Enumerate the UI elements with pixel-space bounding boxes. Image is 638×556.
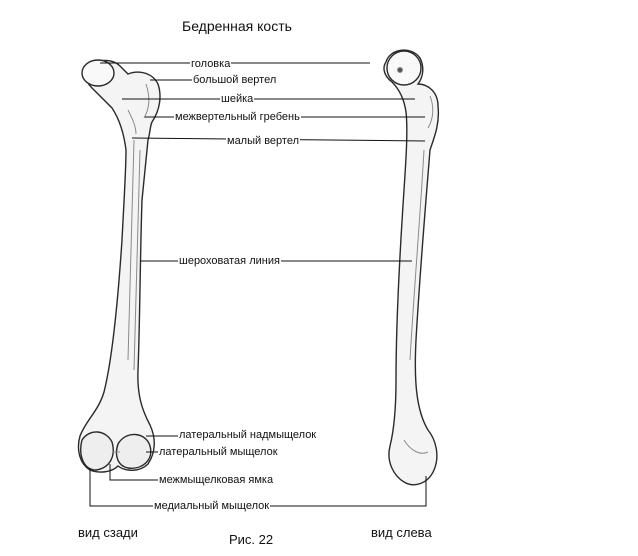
label-head: головка	[190, 58, 232, 71]
femur-left-shading	[397, 67, 434, 454]
label-intertrochanteric-crest: межвертельный гребень	[174, 111, 301, 124]
caption-rear-view: вид сзади	[78, 525, 138, 540]
femur-rear-view	[77, 59, 161, 473]
label-lateral-condyle: латеральный мыщелок	[158, 446, 279, 459]
page-title: Бедренная кость	[182, 18, 292, 34]
label-medial-condyle: медиальный мыщелок	[153, 500, 271, 513]
label-linea-aspera: шероховатая линия	[178, 255, 281, 268]
leader-intercondylar-fossa	[109, 464, 158, 481]
femur-left-view	[383, 49, 440, 486]
caption-figure: Рис. 22	[229, 532, 274, 547]
label-intercondylar-fossa: межмыщелковая ямка	[158, 474, 275, 487]
label-lesser-trochanter: малый вертел	[226, 135, 301, 148]
femur-rear-shading	[112, 83, 150, 453]
label-neck: шейка	[220, 93, 255, 106]
label-lateral-epicondyle: латеральный надмыщелок	[178, 429, 318, 442]
caption-left-view: вид слева	[371, 525, 432, 540]
label-greater-trochanter: большой вертел	[192, 74, 278, 87]
